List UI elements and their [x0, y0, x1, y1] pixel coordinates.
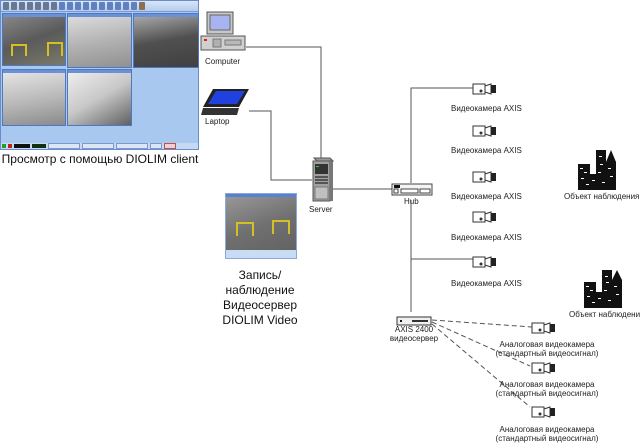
ip-camera-label: Видеокамера AXIS — [451, 233, 522, 242]
analog-camera-label: Аналоговая видеокамера (стандартный виде… — [487, 340, 607, 358]
ip-camera-icon — [472, 170, 498, 184]
ip-camera-icon — [472, 255, 498, 269]
video-server-node — [396, 313, 432, 326]
computer-node — [199, 10, 249, 52]
ip-camera-icon — [472, 124, 498, 138]
analog-camera-subtitle: (стандартный видеосигнал) — [495, 434, 599, 443]
toolbar-button-icon — [107, 2, 113, 10]
toolbar-button-icon — [131, 2, 137, 10]
link-analog-2 — [431, 321, 531, 367]
toolbar-button-icon — [27, 2, 33, 10]
toolbar-button-icon — [19, 2, 25, 10]
analog-camera-subtitle: (стандартный видеосигнал) — [495, 389, 599, 398]
city-buildings-icon — [578, 150, 616, 190]
camera-tile-1 — [2, 13, 66, 66]
analog-camera-title: Аналоговая видеокамера — [499, 340, 595, 349]
video-server-label: AXIS 2400 видеосервер — [388, 325, 440, 343]
toolbar-button-icon — [35, 2, 41, 10]
caption-line: наблюдение — [225, 283, 295, 297]
hub-label: Hub — [404, 197, 419, 206]
ip-camera-label: Видеокамера AXIS — [451, 279, 522, 288]
hub-node — [391, 182, 433, 196]
analog-camera-title: Аналоговая видеокамера — [499, 425, 595, 434]
toolbar-button-icon — [75, 2, 81, 10]
machine-icon — [47, 42, 63, 56]
machine-icon — [11, 44, 27, 56]
ip-camera-label: Видеокамера AXIS — [451, 104, 522, 113]
server-node — [310, 156, 335, 202]
toolbar-button-icon — [11, 2, 17, 10]
object-label: Объект наблюдения — [564, 192, 640, 201]
desktop-computer-icon — [200, 11, 246, 51]
camera-tile-3 — [133, 13, 199, 68]
analog-camera-icon — [531, 405, 557, 419]
machine-icon — [272, 220, 290, 234]
link-analog-1 — [431, 319, 533, 328]
caption-line: Запись/ — [238, 268, 282, 282]
toolbar-button-icon — [51, 2, 57, 10]
server-tower-icon — [312, 157, 335, 202]
toolbar-button-icon — [67, 2, 73, 10]
link-hub-trunk-up — [410, 87, 476, 183]
analog-camera-label: Аналоговая видеокамера (стандартный виде… — [487, 425, 607, 443]
toolbar-button-icon — [43, 2, 49, 10]
laptop-icon — [201, 89, 249, 115]
client-caption: Просмотр с помощью DIOLIM client — [1, 152, 199, 166]
ip-camera-icon — [472, 82, 498, 96]
toolbar-button-icon — [99, 2, 105, 10]
server-label: Server — [309, 205, 333, 214]
object-node — [582, 268, 626, 308]
toolbar-button-icon — [139, 2, 145, 10]
diolim-video-window — [225, 193, 297, 259]
analog-camera-subtitle: (стандартный видеосигнал) — [495, 349, 599, 358]
client-status-bar — [1, 143, 198, 149]
link-analog-3 — [431, 323, 531, 408]
diolim-client-window — [0, 0, 199, 150]
camera-tile-5 — [67, 69, 132, 126]
object-label: Объект наблюдения — [569, 310, 640, 319]
camera-tile-4 — [2, 69, 66, 126]
client-toolbar — [1, 1, 198, 12]
analog-camera-title: Аналоговая видеокамера — [499, 380, 595, 389]
toolbar-button-icon — [115, 2, 121, 10]
ip-camera-label: Видеокамера AXIS — [451, 192, 522, 201]
video-server-type: видеосервер — [389, 334, 439, 343]
toolbar-button-icon — [3, 2, 9, 10]
caption-line: Видеосервер — [223, 298, 297, 312]
laptop-node — [201, 87, 251, 117]
toolbar-button-icon — [123, 2, 129, 10]
link-computer-server — [246, 46, 322, 158]
object-node — [576, 148, 620, 190]
toolbar-button-icon — [91, 2, 97, 10]
window-titlebar — [226, 194, 296, 197]
analog-camera-icon — [531, 321, 557, 335]
analog-camera-icon — [531, 361, 557, 375]
machine-icon — [236, 222, 254, 236]
toolbar-button-icon — [59, 2, 65, 10]
ip-camera-label: Видеокамера AXIS — [451, 146, 522, 155]
window-status-bar — [226, 250, 296, 258]
laptop-label: Laptop — [205, 117, 230, 126]
video-server-model: AXIS 2400 — [394, 325, 434, 334]
camera-tile-2 — [67, 13, 132, 68]
link-laptop-server — [249, 110, 312, 181]
caption-line: DIOLIM Video — [222, 313, 298, 327]
video-server-caption: Запись/ наблюдение Видеосервер DIOLIM Vi… — [210, 268, 310, 328]
ip-camera-icon — [472, 210, 498, 224]
computer-label: Computer — [205, 57, 241, 66]
toolbar-button-icon — [83, 2, 89, 10]
video-server-icon — [396, 316, 432, 326]
city-buildings-icon — [584, 270, 622, 308]
analog-camera-label: Аналоговая видеокамера (стандартный виде… — [487, 380, 607, 398]
network-hub-icon — [391, 183, 433, 196]
